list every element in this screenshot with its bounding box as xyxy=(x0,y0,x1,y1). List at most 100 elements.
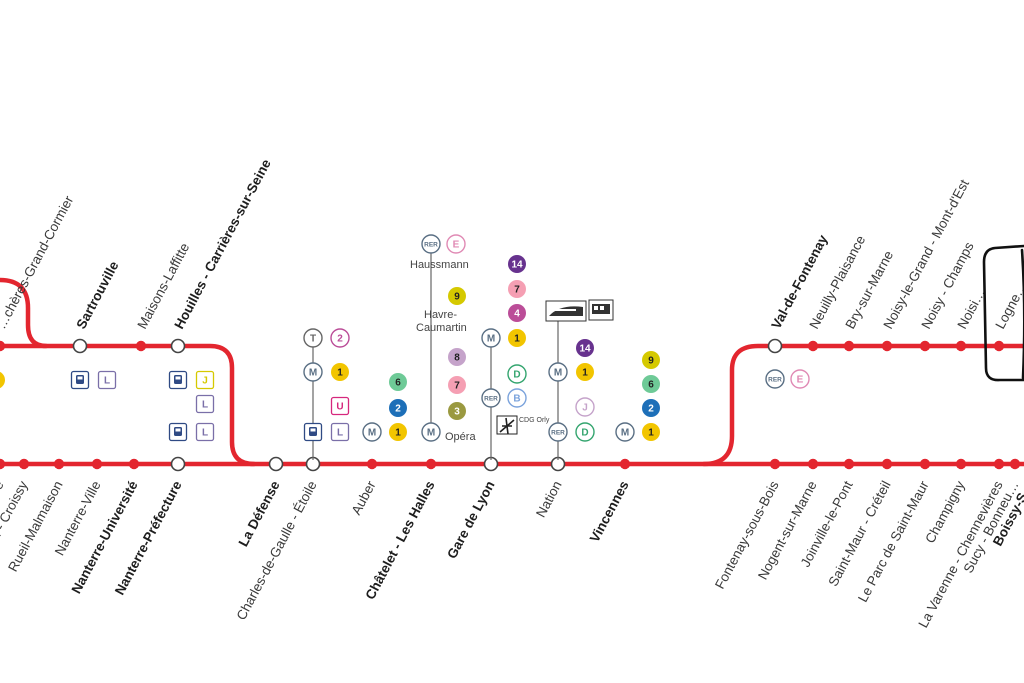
metro-1-badge: 1 xyxy=(642,423,660,441)
station-dot-nanterre-ville xyxy=(91,458,103,470)
svg-text:1: 1 xyxy=(648,428,654,439)
metro-m-badge: M xyxy=(615,422,635,442)
station-dot-noisy-le-grand-mont-d-est xyxy=(881,340,893,352)
branch-nw-line xyxy=(0,343,257,467)
airplane-icon xyxy=(496,415,518,435)
station-dot-noisi xyxy=(955,340,967,352)
transilien-l-badge: L xyxy=(97,370,117,390)
svg-text:B: B xyxy=(513,394,520,405)
svg-text:E: E xyxy=(453,240,460,251)
tram-2-badge: 2 xyxy=(330,328,350,348)
annotation-opera: Opéra xyxy=(445,431,476,443)
svg-text:7: 7 xyxy=(514,285,520,296)
svg-text:RER: RER xyxy=(484,396,498,403)
svg-text:14: 14 xyxy=(579,344,591,355)
metro-1-badge: 1 xyxy=(389,423,407,441)
station-dot-maisons-laffitte xyxy=(135,340,147,352)
station-label-vincennes: Vincennes xyxy=(587,478,632,544)
metro-m-badge: M xyxy=(362,422,382,442)
station-label-logne: Logne… xyxy=(992,279,1024,331)
station-label-houilles-carri-res-sur-seine: Houilles - Carrières-sur-Seine xyxy=(171,156,274,331)
metro-m-badge: M xyxy=(548,362,568,382)
station-dot-atou-croissy xyxy=(18,458,30,470)
metro-2-badge: 2 xyxy=(642,399,660,417)
svg-text:RER: RER xyxy=(768,377,782,384)
station-dot-ch-telet-les-halles xyxy=(425,458,437,470)
branch-en-line xyxy=(701,343,1024,467)
station-dot-nogent-sur-marne xyxy=(807,458,819,470)
svg-text:2: 2 xyxy=(648,404,654,415)
metro-9-badge: 9 xyxy=(448,287,466,305)
metro-3-badge: 3 xyxy=(448,402,466,420)
stations xyxy=(0,338,1021,472)
station-label-le-parc-de-saint-maur: Le Parc de Saint-Maur xyxy=(855,478,932,605)
svg-text:7: 7 xyxy=(454,381,460,392)
svg-text:6: 6 xyxy=(395,378,401,389)
annotation-haussmann: Haussmann xyxy=(410,259,469,271)
rer-badge: RER xyxy=(765,369,785,389)
station-label-gare-de-lyon: Gare de Lyon xyxy=(444,478,498,561)
station-label-charles-de-gaulle-toile: Charles-de-Gaulle - Étoile xyxy=(233,478,319,622)
svg-text:RER: RER xyxy=(551,430,565,437)
svg-text:E: E xyxy=(797,375,804,386)
svg-text:J: J xyxy=(582,403,588,414)
metro-4-badge: 4 xyxy=(508,304,526,322)
svg-text:1: 1 xyxy=(395,428,401,439)
metro-m-badge: M xyxy=(303,362,323,382)
svg-text:RER: RER xyxy=(424,242,438,249)
svg-text:9: 9 xyxy=(648,356,654,367)
metro-m-badge: M xyxy=(421,422,441,442)
station-label-nation: Nation xyxy=(533,478,565,520)
svg-text:L: L xyxy=(202,400,208,411)
rer-e-badge: E xyxy=(790,369,810,389)
svg-text:M: M xyxy=(621,428,629,439)
rer-e-badge: E xyxy=(446,234,466,254)
svg-text:6: 6 xyxy=(648,380,654,391)
station-dot-vincennes xyxy=(619,458,631,470)
svg-text:1: 1 xyxy=(337,368,343,379)
station-dot-saint-maur-cr-teil xyxy=(881,458,893,470)
svg-text:M: M xyxy=(309,368,317,379)
svg-text:L: L xyxy=(104,376,110,387)
rer-b-badge: B xyxy=(507,388,527,408)
station-dot-rueil-malmaison xyxy=(53,458,65,470)
svg-text:T: T xyxy=(310,334,316,345)
metro-9-badge: 9 xyxy=(642,351,660,369)
station-hub-val-de-fontenay xyxy=(767,338,783,354)
svg-text:3: 3 xyxy=(454,407,460,418)
svg-text:M: M xyxy=(368,428,376,439)
station-label-noisi: Noisi… xyxy=(954,286,988,331)
station-dot-bry-sur-marne xyxy=(843,340,855,352)
station-dot-ntre xyxy=(0,458,6,470)
svg-text:4: 4 xyxy=(514,309,520,320)
train-icon xyxy=(588,299,614,321)
transilien-l-badge: L xyxy=(195,422,215,442)
station-dot-neuilly-plaisance xyxy=(807,340,819,352)
metro-14-badge: 14 xyxy=(508,255,526,273)
station-dot-la-varenne-chennevi-res xyxy=(993,458,1005,470)
metro-1-badge: 1 xyxy=(576,363,594,381)
transilien-train-icon xyxy=(70,370,90,390)
svg-text:D: D xyxy=(581,428,588,439)
annotation-havre-caumartin: Havre-Caumartin xyxy=(416,309,467,334)
transilien-train-icon xyxy=(168,422,188,442)
station-dot-auber xyxy=(366,458,378,470)
metro-1-badge: 1 xyxy=(508,329,526,347)
svg-text:14: 14 xyxy=(511,260,523,271)
annotation-cdg-orly: CDG Orly xyxy=(519,417,550,424)
metro-6-badge: 6 xyxy=(642,375,660,393)
svg-text:U: U xyxy=(336,402,343,413)
station-dot-sucy-bonneu xyxy=(1009,458,1021,470)
transilien-r-badge: J xyxy=(575,397,595,417)
station-label-ch-res-grand-cormier: …chères-Grand-Cormier xyxy=(0,193,77,332)
station-dot-champigny xyxy=(955,458,967,470)
svg-text:2: 2 xyxy=(395,404,401,415)
station-dot-le-parc-de-saint-maur xyxy=(919,458,931,470)
station-hub-la-d-fense xyxy=(268,456,284,472)
svg-text:M: M xyxy=(427,428,435,439)
svg-text:1: 1 xyxy=(582,368,588,379)
transilien-j-badge: J xyxy=(195,370,215,390)
metro-2-badge: 2 xyxy=(389,399,407,417)
svg-text:L: L xyxy=(202,428,208,439)
